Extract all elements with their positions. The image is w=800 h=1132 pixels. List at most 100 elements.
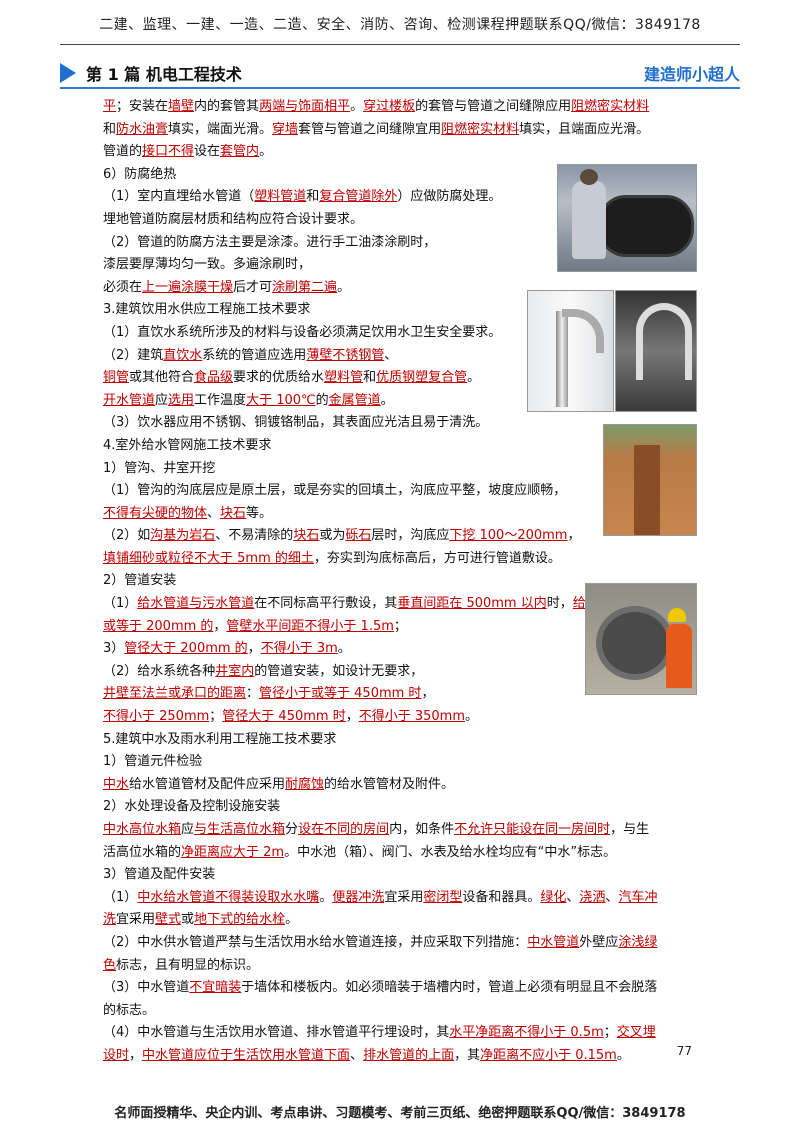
chapter-divider (60, 87, 740, 89)
key-point: 阻燃密实材料 (441, 121, 520, 137)
trench-cut (634, 445, 660, 535)
key-point: 管径小于或等于 450mm 时 (259, 686, 422, 702)
body-text: 3.建筑饮用水供应工程施工技术要求 (103, 302, 311, 318)
body-text: 1）管沟、井室开挖 (103, 460, 216, 476)
body-text: 。中水池（箱）、阀门、水表及给水栓均应有“中水”标志。 (284, 844, 617, 860)
key-point: 开水管道 (103, 392, 156, 408)
worker-helmet (668, 608, 686, 622)
body-text: 或其他符合 (129, 370, 195, 386)
text-line: （1）室内直埋给水管道（塑料管道和复合管道除外）应做防腐处理。 (103, 186, 698, 209)
body-text: 设备和器具。 (462, 889, 541, 905)
pipe-shape (598, 195, 694, 257)
key-point: 沟基为岩石 (150, 528, 216, 544)
text-line: 设时，中水管道应位于生活饮用水管道下面、排水管道的上面，其净距离不应小于 0.1… (103, 1045, 698, 1068)
body-text: 和 (103, 121, 117, 137)
drinking-faucet-photo (615, 290, 697, 412)
key-point: 填铺细砂或粒径不大于 5mm 的细土 (103, 550, 314, 566)
body-text: 。 (616, 1047, 630, 1063)
text-line: 活高位水箱的净距离应大于 2m。中水池（箱）、阀门、水表及给水栓均应有“中水”标… (103, 842, 698, 865)
text-line: （2）给水系统各种井室内的管道安装，如设计无要求， (103, 661, 698, 684)
worker-vest (666, 624, 692, 688)
text-line: （3）中水管道不宜暗装于墙体和楼板内。如必须暗装于墙槽内时，管道上必须有明显且不… (103, 977, 698, 1000)
key-point: 复合管道除外 (319, 189, 398, 205)
key-point: 套管内 (220, 144, 260, 160)
body-text: ，与生 (610, 822, 650, 837)
key-point: 优质钢塑复合管 (376, 370, 468, 386)
body-text: （4）中水管道与生活饮用水管道、排水管道平行埋设时，其 (103, 1025, 450, 1041)
key-point: 净距离不应小于 0.15m (480, 1047, 617, 1063)
text-line: 2）水处理设备及控制设施安装 (103, 796, 698, 819)
key-point: 井壁至法兰或承口的距离 (103, 686, 247, 702)
triangle-arrow-icon (60, 63, 76, 83)
key-point: 垂直间距在 500mm 以内 (397, 596, 547, 612)
body-text: ， (345, 709, 359, 725)
body-text: 填实，且端面应光滑。 (519, 121, 650, 137)
text-line: 开水管道应选用工作温度大于 100℃的金属管道。 (103, 390, 698, 413)
key-point: 管壁水平间距不得小于 1.5m (226, 618, 394, 634)
body-text: （2）建筑 (103, 347, 164, 363)
body-text: 。 (350, 99, 364, 114)
text-line: 和防水油膏填实，端面光滑。穿墙套管与管道之间缝隙宜用阻燃密实材料填实，且端面应光… (103, 119, 698, 142)
body-text: ； (603, 1025, 617, 1041)
worker-head (580, 169, 598, 185)
body-text: 5.建筑中水及雨水利用工程施工技术要求 (103, 731, 337, 747)
body-text: （2）中水供水管道严禁与生活饮用水给水管道连接，并应采取下列措施： (103, 934, 528, 950)
body-text: 后才可 (233, 279, 273, 295)
text-line: 6）防腐绝热 (103, 164, 698, 187)
body-text: 。 (380, 392, 394, 408)
text-line: 的标志。 (103, 1000, 698, 1023)
manhole-photo (585, 583, 697, 695)
key-point: 接口不得 (142, 144, 195, 160)
key-point: 耐腐蚀 (285, 776, 325, 792)
body-text: 给水管道管材及配件应采用 (129, 776, 286, 792)
body-text: 。 (467, 370, 481, 386)
body-text: ；安装在 (116, 99, 169, 114)
body-text: 。 (337, 641, 351, 657)
key-point: 排水管道的上面 (363, 1047, 455, 1063)
body-text: 活高位水箱的 (103, 844, 182, 860)
body-text: 设在 (194, 144, 221, 160)
body-text: （1）直饮水系统所涉及的材料与设备必须满足饮用水卫生安全要求。 (103, 324, 502, 340)
text-line: 不得有尖硬的物体、块石等。 (103, 503, 698, 526)
key-point: 壁式 (155, 912, 182, 928)
key-point: 块石 (220, 505, 247, 521)
body-text: 或 (181, 912, 195, 928)
text-line: （1）管沟的沟底层应是原土层，或是夯实的回填土，沟底应平整，坡度应顺畅， (103, 480, 698, 503)
key-point: 薄壁不锈钢管 (306, 347, 385, 363)
text-line: （3）饮水器应用不锈钢、铜镀铬制品，其表面应光洁且易于清洗。 (103, 412, 698, 435)
pipe-coating-photo (557, 164, 697, 272)
body-text: 工作温度 (194, 392, 247, 408)
key-point: 管径大于 200mm 的 (124, 641, 248, 657)
text-line: 必须在上一遍涂膜干燥后才可涂刷第二遍。 (103, 277, 698, 300)
top-divider (60, 44, 740, 45)
text-line: 不得小于 250mm；管径大于 450mm 时，不得小于 350mm。 (103, 706, 698, 729)
text-line: 中水高位水箱应与生活高位水箱分设在不同的房间内，如条件不允许只能设在同一房间时，… (103, 819, 698, 842)
body-text: 外壁应 (579, 934, 619, 950)
body-text: 和 (306, 189, 320, 205)
body-text: （1）室内直埋给水管道（ (103, 189, 255, 205)
body-text: 的管道安装，如设计无要求， (254, 663, 424, 679)
key-point: 色 (103, 957, 117, 973)
trench-photo (603, 424, 697, 536)
key-point: 给水管道与污水管道 (137, 596, 255, 612)
key-point: 中水高位水箱 (103, 822, 182, 837)
key-point: 平 (103, 99, 117, 114)
body-text: 套管与管道之间缝隙宜用 (298, 121, 442, 137)
worker-figure (572, 181, 606, 259)
body-text: ， (567, 528, 581, 544)
key-point: 两端与饰面相平 (259, 99, 351, 114)
body-text: 在不同标高平行敷设，其 (254, 596, 398, 612)
key-point: 管径大于 450mm 时 (222, 709, 346, 725)
body-text: ）应做防腐处理。 (397, 189, 502, 205)
key-point: 绿化 (540, 889, 567, 905)
body-text: （3）饮水器应用不锈钢、铜镀铬制品，其表面应光洁且易于清洗。 (103, 415, 489, 431)
body-text: 1）管道元件检验 (103, 754, 203, 770)
body-text: 填实，端面光滑。 (168, 121, 273, 137)
faucet-arc (636, 303, 692, 380)
body-text: 的套管与管道之间缝隙应用 (415, 99, 572, 114)
faucet-photo (527, 290, 614, 412)
text-line: 洗宜采用壁式或地下式的给水栓。 (103, 909, 698, 932)
key-point: 汽车冲 (618, 889, 658, 905)
body-text: 漆层要厚薄均匀一致。多遍涂刷时， (103, 257, 312, 273)
text-line: 4.室外给水管网施工技术要求 (103, 435, 698, 458)
